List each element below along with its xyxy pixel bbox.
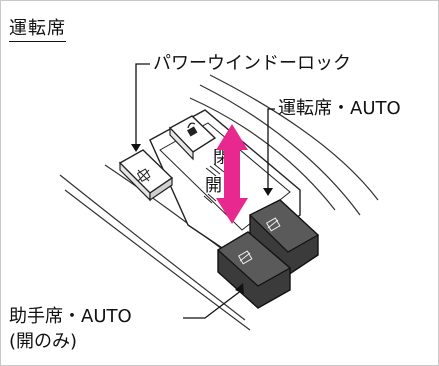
door-trim-lines (59, 74, 379, 331)
window-symbol-icon (265, 217, 281, 232)
section-title: 運転席 (9, 18, 66, 42)
double-arrow-icon (216, 124, 248, 224)
passenger-open-only-note: (開のみ) (9, 331, 78, 352)
leader-lines (135, 63, 275, 319)
passenger-window-switch[interactable] (216, 231, 292, 309)
window-symbol-icon (136, 168, 151, 183)
direction-marks (203, 163, 225, 204)
window-symbol-icon (237, 250, 253, 265)
open-label: 開 (205, 176, 222, 196)
passenger-auto-callout: 助手席・AUTO (9, 306, 132, 327)
leader-arrowheads (131, 144, 273, 294)
window-lock-callout: パワーウインドーロック (153, 53, 351, 74)
window-lock-button[interactable] (118, 149, 174, 202)
driver-auto-callout: 運転席・AUTO (278, 98, 401, 119)
window-lock-switch[interactable] (168, 115, 217, 161)
driver-window-switch[interactable] (248, 199, 320, 276)
window-lock-icon (187, 122, 198, 137)
